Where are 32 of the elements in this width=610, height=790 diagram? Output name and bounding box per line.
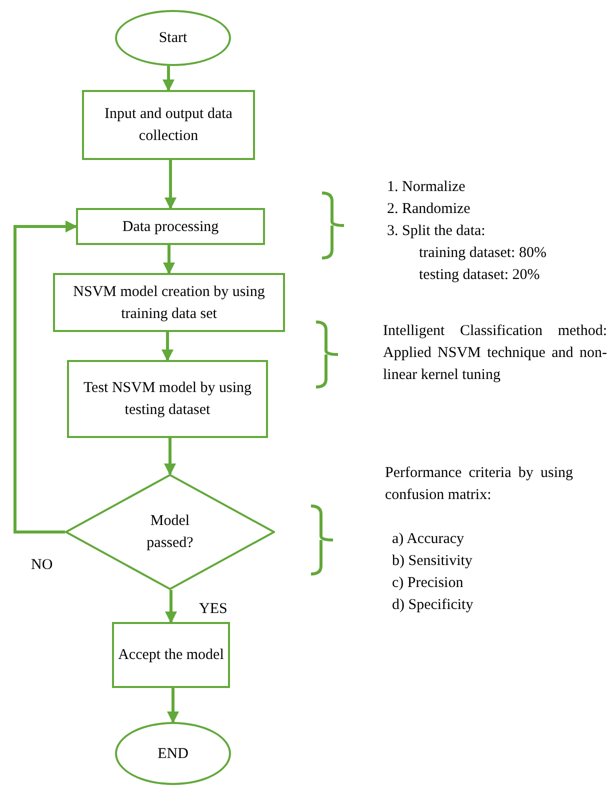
- node-text: NSVM model creation by using training data set: [72, 282, 266, 324]
- arrow: [164, 160, 176, 210]
- note-text: 2. Randomize: [387, 200, 472, 219]
- process-box: [112, 622, 230, 688]
- node-text: Input and output data collection: [104, 105, 234, 146]
- note-text: Intelligent Classification method: Applied NSVM technique and non-linear kernel tuning: [383, 322, 607, 385]
- node-text: Model passed?: [146, 512, 194, 553]
- node-text: Data processing: [121, 218, 220, 236]
- arrow: [163, 245, 175, 274]
- note-text: c) Precision: [392, 574, 464, 593]
- arrow: [164, 438, 176, 476]
- node-text: Start: [158, 29, 188, 48]
- note-text: 1. Normalize: [387, 178, 466, 197]
- note-text: d) Specificity: [392, 596, 474, 615]
- arrow: [165, 590, 177, 624]
- note-text: training dataset: 80%: [419, 244, 548, 263]
- node-text: Accept the model: [117, 646, 225, 665]
- note-text: testing dataset: 20%: [419, 266, 541, 285]
- process-box: [53, 273, 285, 332]
- note-text: b) Sensitivity: [392, 552, 474, 571]
- process-box: [67, 360, 268, 438]
- node-text: Test NSVM model by using testing dataset: [82, 379, 253, 420]
- note-text: 3. Split the data:: [387, 222, 486, 241]
- node-text: END: [156, 744, 190, 764]
- arrow: [162, 332, 174, 362]
- note-text: a) Accuracy: [392, 530, 466, 549]
- note-text: Performance criteria by using confusion matrix:: [385, 464, 573, 505]
- arrow: [167, 688, 179, 724]
- process-box: [76, 208, 265, 245]
- arrow: [14, 220, 78, 534]
- process-box: [82, 90, 255, 160]
- arrow: [162, 66, 174, 92]
